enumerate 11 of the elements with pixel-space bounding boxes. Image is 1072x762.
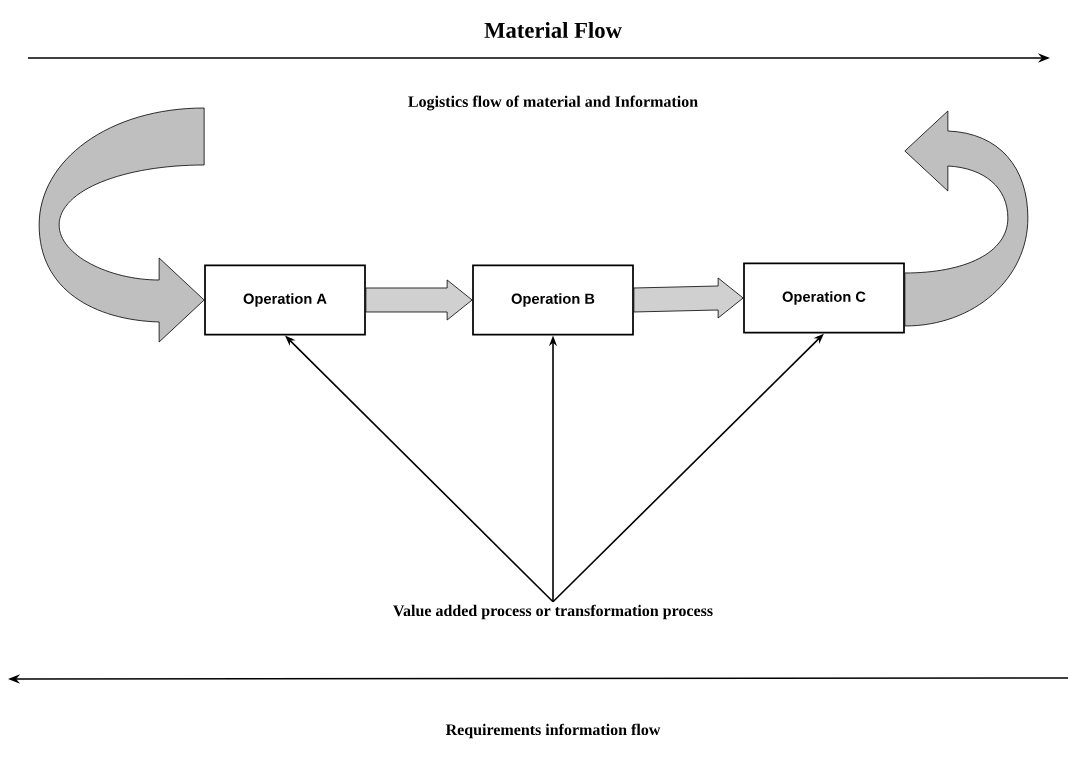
block-arrow	[38, 107, 205, 343]
process-box: Operation C	[743, 262, 905, 334]
block-arrow	[904, 110, 1029, 327]
block-arrow	[633, 277, 744, 319]
heading-text: Logistics flow of material and Information	[408, 95, 698, 111]
heading-text: Requirements information flow	[445, 723, 661, 739]
process-box: Operation A	[204, 264, 366, 336]
block-arrow	[365, 279, 473, 321]
process-box: Operation B	[472, 264, 634, 336]
caption-text: Value added process or transformation process	[393, 604, 713, 620]
title: Material Flow	[484, 22, 622, 38]
